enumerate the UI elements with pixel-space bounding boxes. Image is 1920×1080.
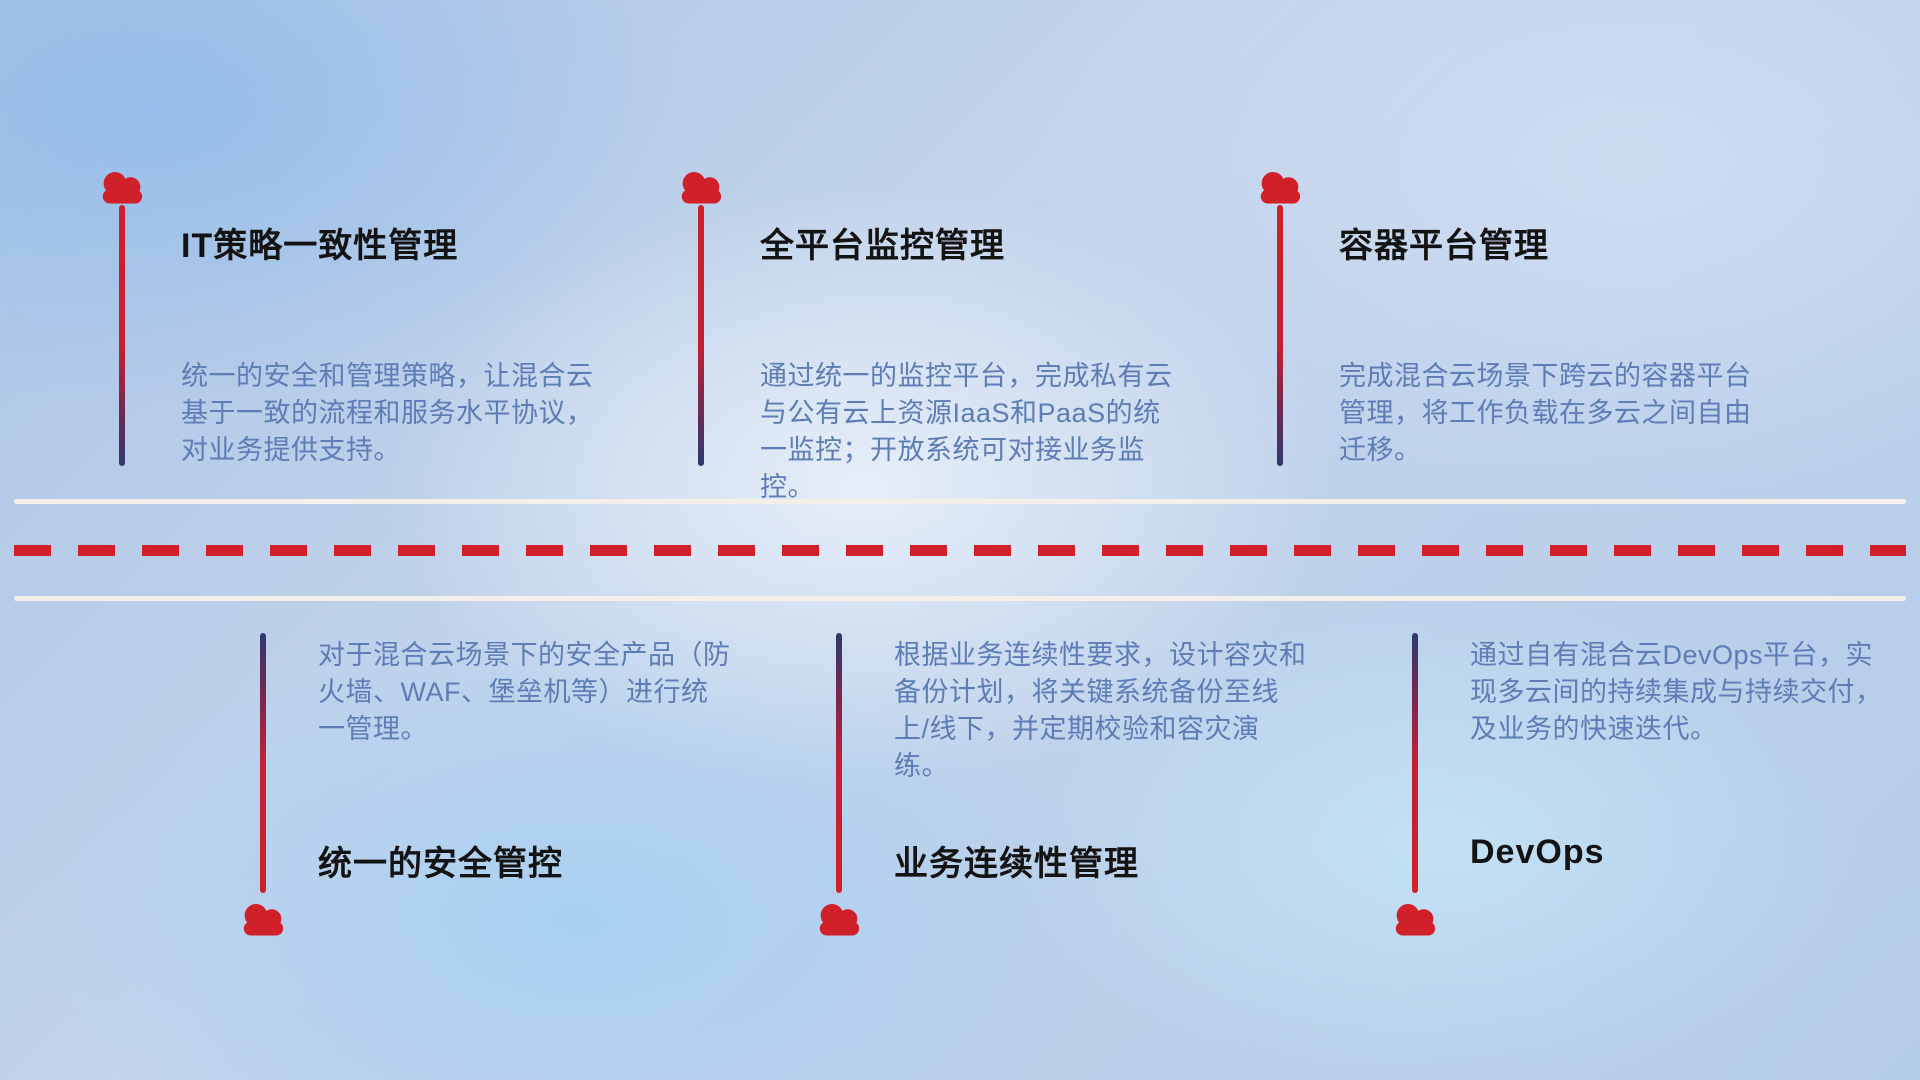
item-description-business-continuity: 根据业务连续性要求，设计容灾和备份计划，将关键系统备份至线上/线下，并定期校验和…: [894, 640, 1307, 781]
item-description-monitoring: 通过统一的监控平台，完成私有云与公有云上资源IaaS和PaaS的统一监控；开放系…: [760, 361, 1173, 502]
divider-line-bottom: [14, 596, 1906, 601]
connector-line: [836, 633, 842, 893]
item-title-devops: DevOps: [1470, 833, 1605, 871]
connector-line: [260, 633, 266, 893]
item-description-security-control: 对于混合云场景下的安全产品（防火墙、WAF、堡垒机等）进行统一管理。: [318, 640, 731, 744]
item-title-container-platform: 容器平台管理: [1339, 227, 1549, 265]
divider-line-top: [14, 499, 1906, 504]
divider-dashed-line: [14, 545, 1906, 556]
cloud-icon: [1252, 166, 1308, 206]
item-description-container-platform: 完成混合云场景下跨云的容器平台管理，将工作负载在多云之间自由迁移。: [1339, 361, 1752, 465]
cloud-icon: [673, 166, 729, 206]
cloud-icon: [235, 898, 291, 938]
item-description-it-policy: 统一的安全和管理策略，让混合云基于一致的流程和服务水平协议，对业务提供支持。: [181, 361, 594, 465]
connector-line: [1277, 205, 1283, 466]
cloud-icon: [811, 898, 867, 938]
item-title-security-control: 统一的安全管控: [318, 845, 563, 883]
item-title-it-policy: IT策略一致性管理: [181, 227, 459, 265]
connector-line: [119, 205, 125, 466]
cloud-icon: [94, 166, 150, 206]
item-title-business-continuity: 业务连续性管理: [894, 845, 1139, 883]
cloud-icon: [1387, 898, 1443, 938]
connector-line: [698, 205, 704, 466]
connector-line: [1412, 633, 1418, 893]
item-title-monitoring: 全平台监控管理: [760, 227, 1005, 265]
item-description-devops: 通过自有混合云DevOps平台，实现多云间的持续集成与持续交付，及业务的快速迭代…: [1470, 640, 1883, 744]
